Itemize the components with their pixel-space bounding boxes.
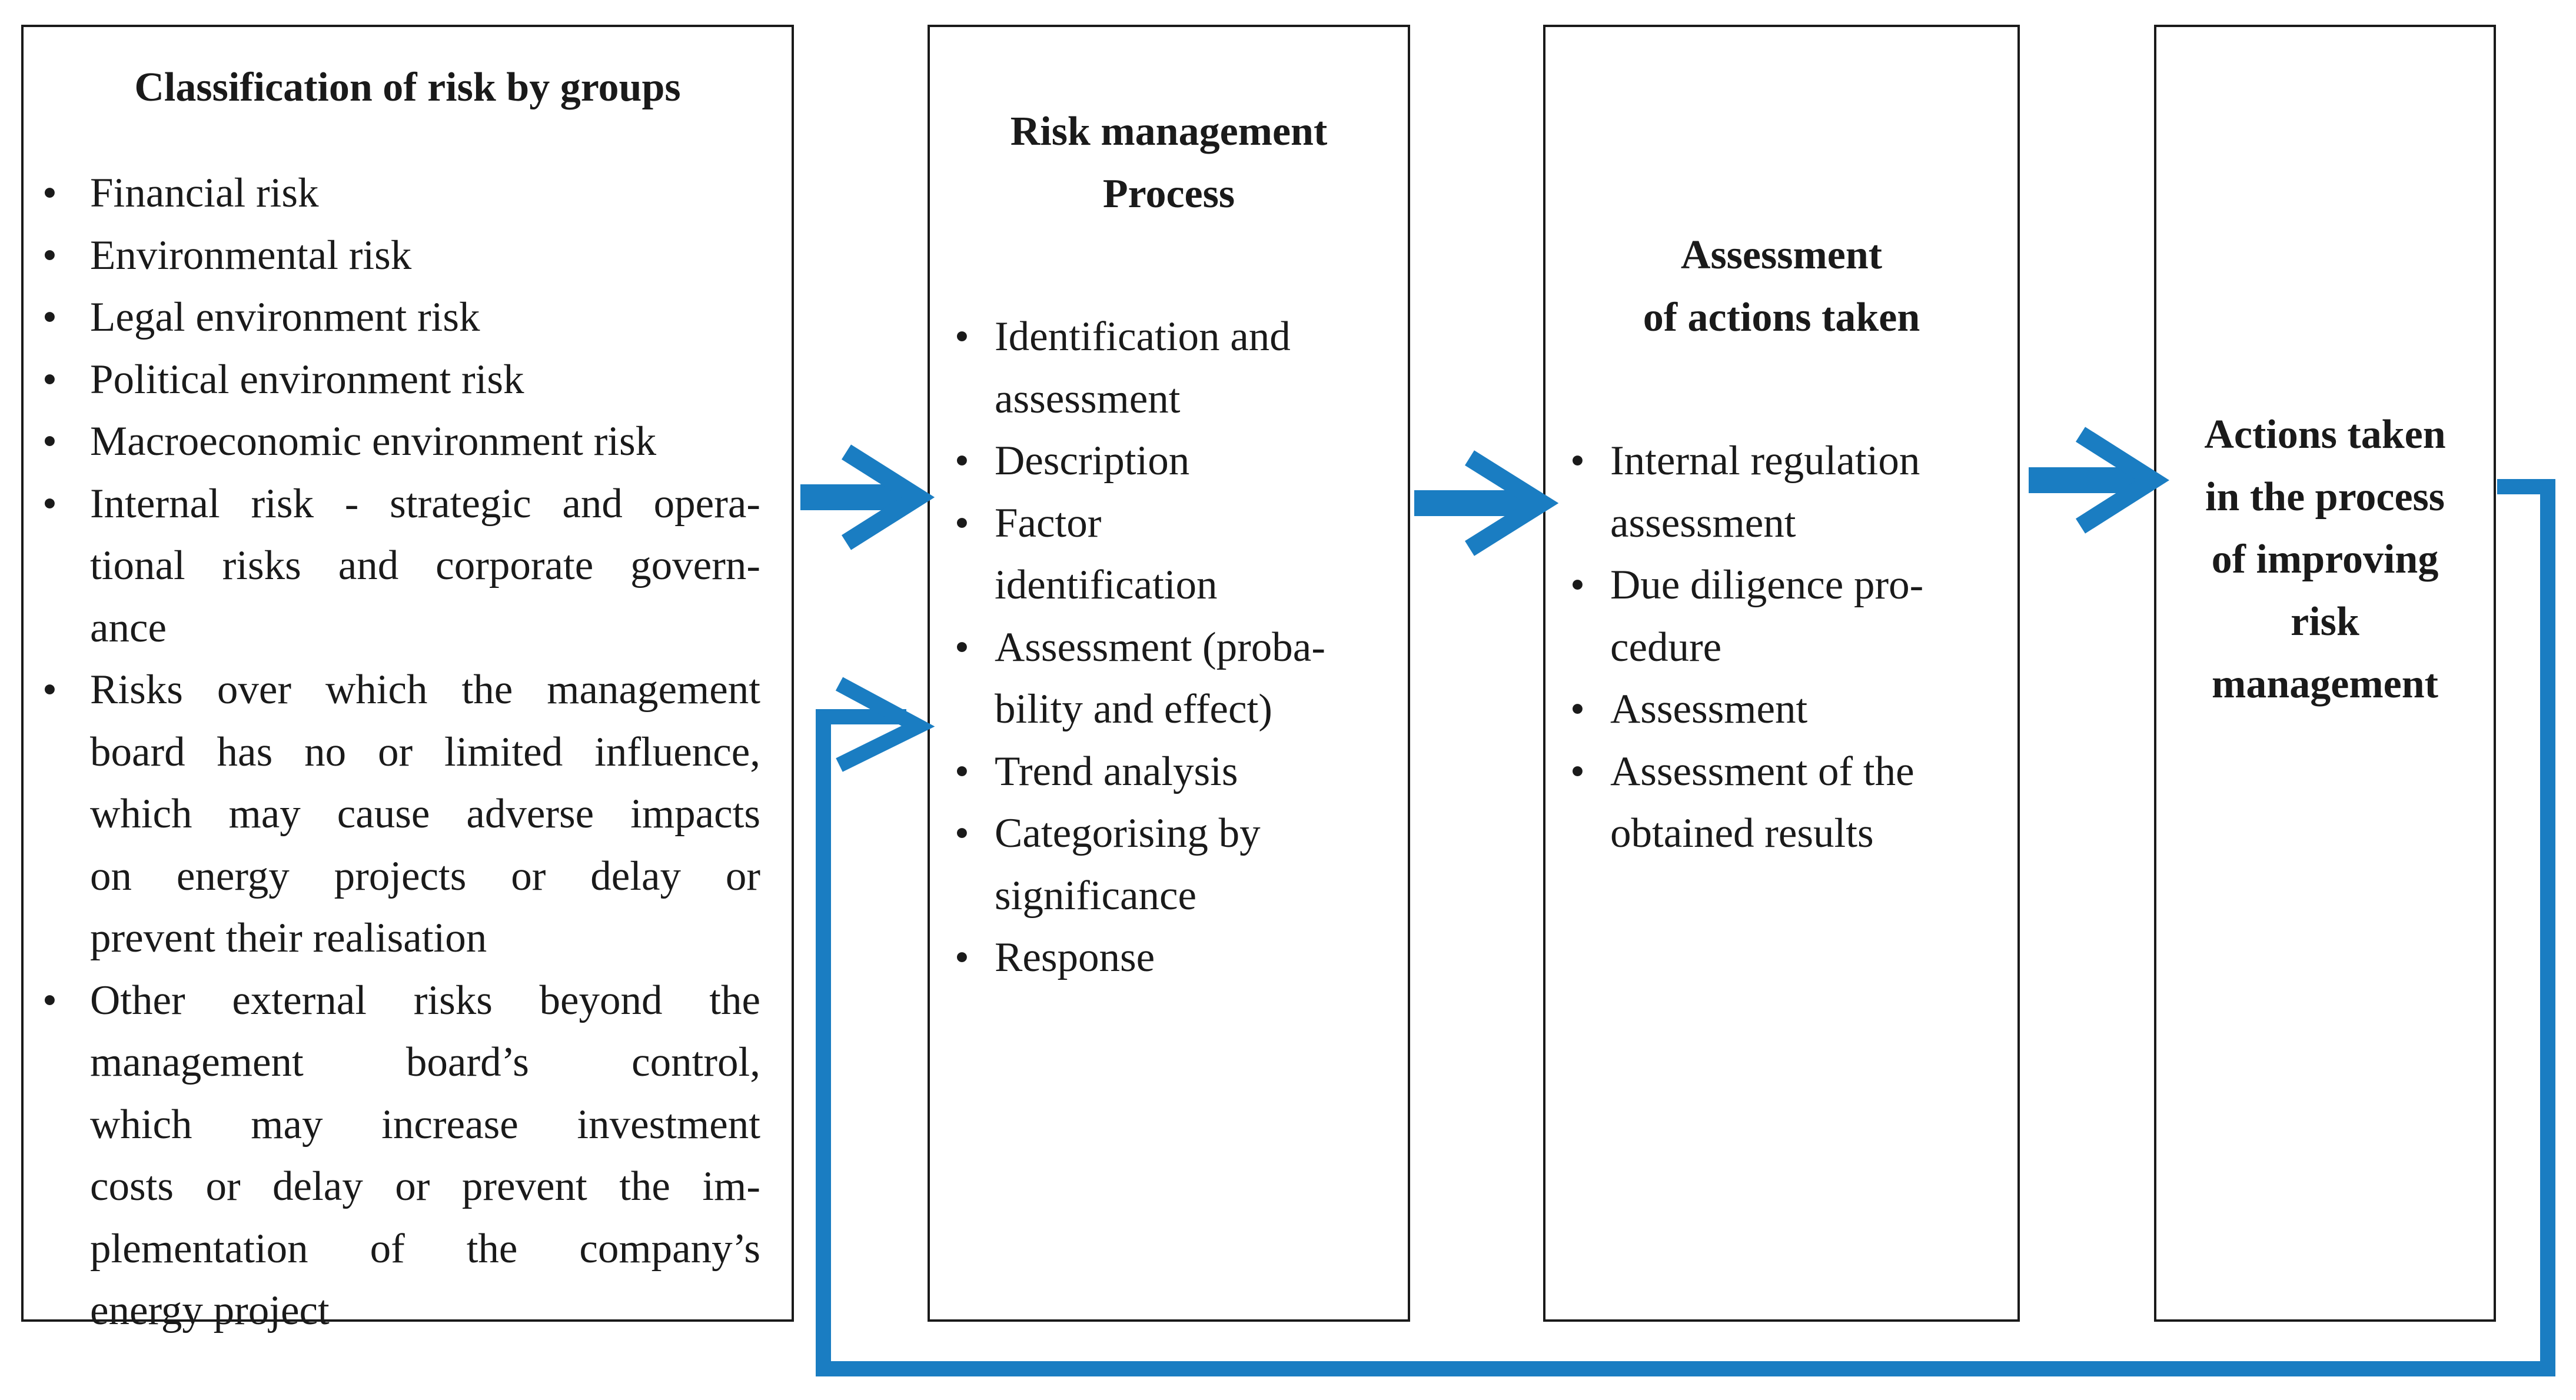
feedback-loop-arrow-icon <box>816 479 2555 1376</box>
arrow-right-icon <box>800 444 935 550</box>
arrow-right-icon <box>2029 427 2170 534</box>
list-item: Macroeconomic environment risk <box>24 411 760 473</box>
improvement-actions-title: Actions taken in the process of improvin… <box>2204 412 2446 707</box>
list-item: Assessment <box>1545 679 1993 741</box>
list-item: Internal risk - strategic and opera- tio… <box>24 473 760 660</box>
list-item: Other external risks beyond the manageme… <box>24 970 760 1342</box>
list-item: Financial risk <box>24 162 760 225</box>
list-item: Assessment (proba-bility and effect) <box>930 617 1377 741</box>
risk-group-list: Financial risk Environmental risk Legal … <box>24 162 760 1342</box>
list-item: Response <box>930 927 1377 989</box>
improvement-actions-box: Actions taken in the process of improvin… <box>2154 25 2496 1322</box>
list-item: Due diligence pro-cedure <box>1545 554 1993 679</box>
risk-management-process-title: Risk management Process <box>1010 109 1328 217</box>
risk-management-process-box: Risk management Process Identification a… <box>928 25 1410 1322</box>
arrow-right-icon <box>1414 450 1559 556</box>
assessment-of-actions-title: Assessment of actions taken <box>1643 232 1920 340</box>
list-item: Political environment risk <box>24 349 760 411</box>
list-item: Description <box>930 430 1377 493</box>
list-item: Legal environment risk <box>24 287 760 349</box>
list-item: Trend analysis <box>930 741 1377 803</box>
risk-classification-box: Classification of risk by groups Financi… <box>21 25 794 1334</box>
assessment-of-actions-box: Assessment of actions taken Internal reg… <box>1543 25 2020 1322</box>
list-item: Environmental risk <box>24 225 760 287</box>
list-item: Risks over which the management board ha… <box>24 659 760 970</box>
risk-classification-title: Classification of risk by groups <box>134 65 681 110</box>
